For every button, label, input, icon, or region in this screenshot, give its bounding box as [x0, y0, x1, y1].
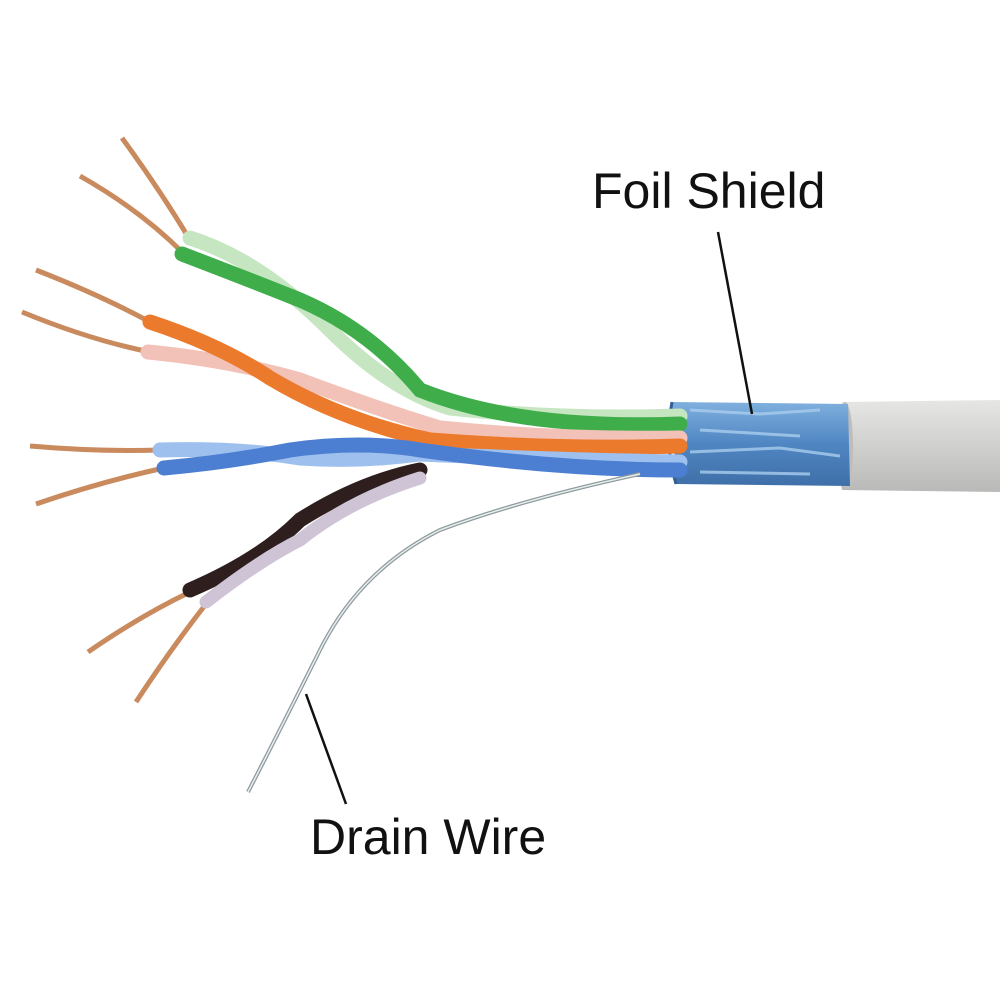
foil-shield	[667, 401, 850, 486]
foil-shield-label: Foil Shield	[592, 163, 826, 219]
drain-wire-label: Drain Wire	[310, 809, 547, 865]
green-twisted-pair	[78, 136, 688, 433]
foil-shield-leader-line	[716, 231, 754, 415]
brown-twisted-pair	[86, 462, 428, 704]
cable-jacket	[837, 400, 1000, 492]
drain-wire-leader-line	[304, 693, 348, 805]
blue-twisted-pair	[29, 437, 688, 507]
drain-wire	[246, 472, 641, 793]
orange-twisted-pair	[21, 267, 688, 455]
